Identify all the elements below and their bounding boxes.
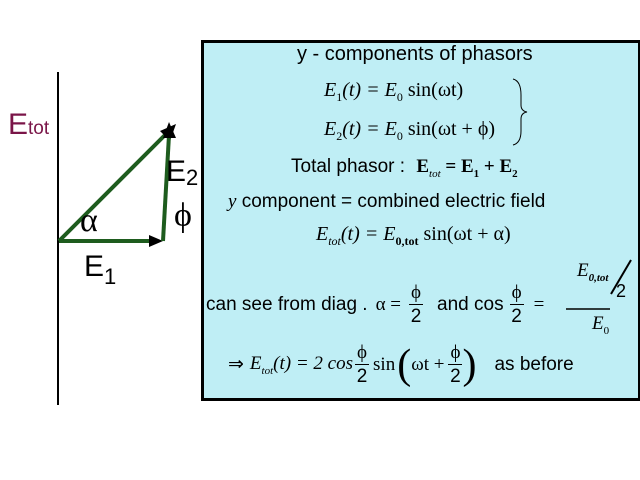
etot-arrow [57,130,170,243]
equation-brace [512,78,528,146]
e1-label: E1 [84,250,117,289]
e2-arrow [161,134,171,242]
equation-e1: E1(t) = E0 sin(ωt) [324,79,464,104]
phi-label: ϕ [174,197,192,234]
y-component-line: y component = combined electric field [228,191,546,212]
equation-e2: E2(t) = E0 sin(ωt + ϕ) [324,118,495,143]
panel-title: y - components of phasors [297,43,533,65]
two-small: 2 [616,281,627,301]
total-phasor-line: Total phasor : Etot = E1 + E2 [291,156,518,180]
left-paren: ( [397,341,412,388]
e0tot-numerator: E0,tot [577,260,609,284]
etot-label: Etot [8,108,50,141]
e1-arrowhead [149,235,163,247]
equation-etot: Etot(t) = E0,tot sin(ωt + α) [316,223,511,248]
fraction-lines [566,259,632,310]
e0-denominator: E0 [592,313,610,337]
phasor-diagram [57,72,176,405]
right-paren: ) [462,341,477,388]
derivation-panel: y - components of phasors E1(t) = E0 sin… [201,40,640,401]
e2-arrowhead [163,122,176,138]
alpha-label: α [80,202,98,239]
e2-label: E2 [166,155,199,190]
